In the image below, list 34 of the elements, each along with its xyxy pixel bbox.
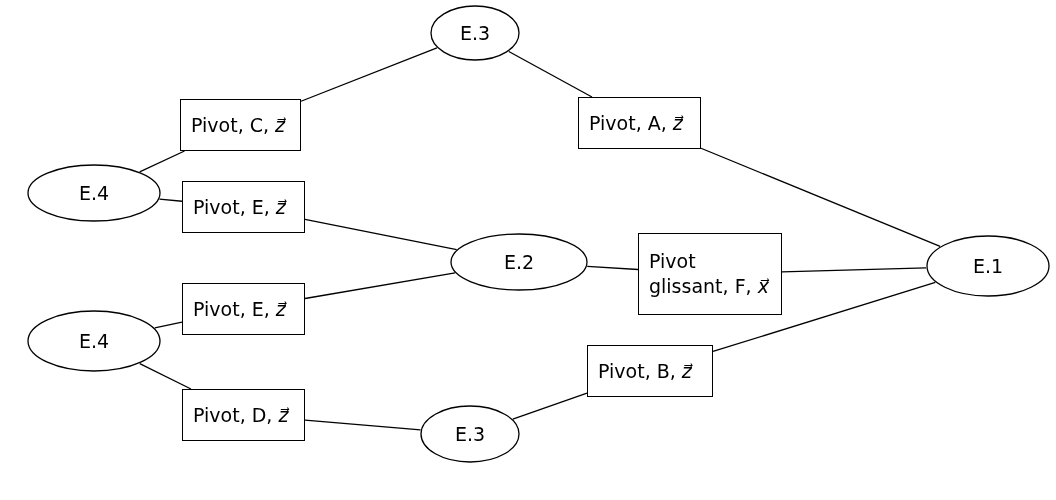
node-label: E.3 [459,20,491,46]
process-box [182,181,305,233]
connector-line [712,281,936,353]
node-label: Pivot, E, z⃗ [193,194,288,220]
node-label: Pivot glissant, F, x⃗ [649,249,770,299]
connector-line [158,198,183,202]
node-label: E.4 [78,180,110,206]
node-label: E.3 [454,421,486,447]
node-label: Pivot, A, z⃗ [589,110,685,136]
node-label: Pivot, B, z⃗ [598,358,694,384]
process-box [182,389,305,441]
connector-line [139,363,192,390]
process-box [587,345,713,397]
connector-line [781,267,927,273]
node-label: Pivot, C, z⃗ [191,112,287,138]
process-box [182,283,305,335]
node-label: E.1 [972,253,1004,279]
connector-line [154,321,183,329]
connector-line [304,218,458,251]
node-label: E.4 [78,328,110,354]
process-box [180,99,301,151]
connector-line [586,265,639,271]
connector-line [139,150,186,173]
connector-line [512,392,588,420]
connector-line [508,50,593,98]
process-box [578,97,701,149]
node-label: Pivot, D, z⃗ [193,402,290,428]
connector-line [300,47,438,102]
connector-line [304,272,456,300]
node-label: Pivot, E, z⃗ [193,296,288,322]
connector-line [700,147,941,247]
connector-line [304,419,422,431]
process-box [638,233,782,315]
node-label: E.2 [503,249,535,275]
